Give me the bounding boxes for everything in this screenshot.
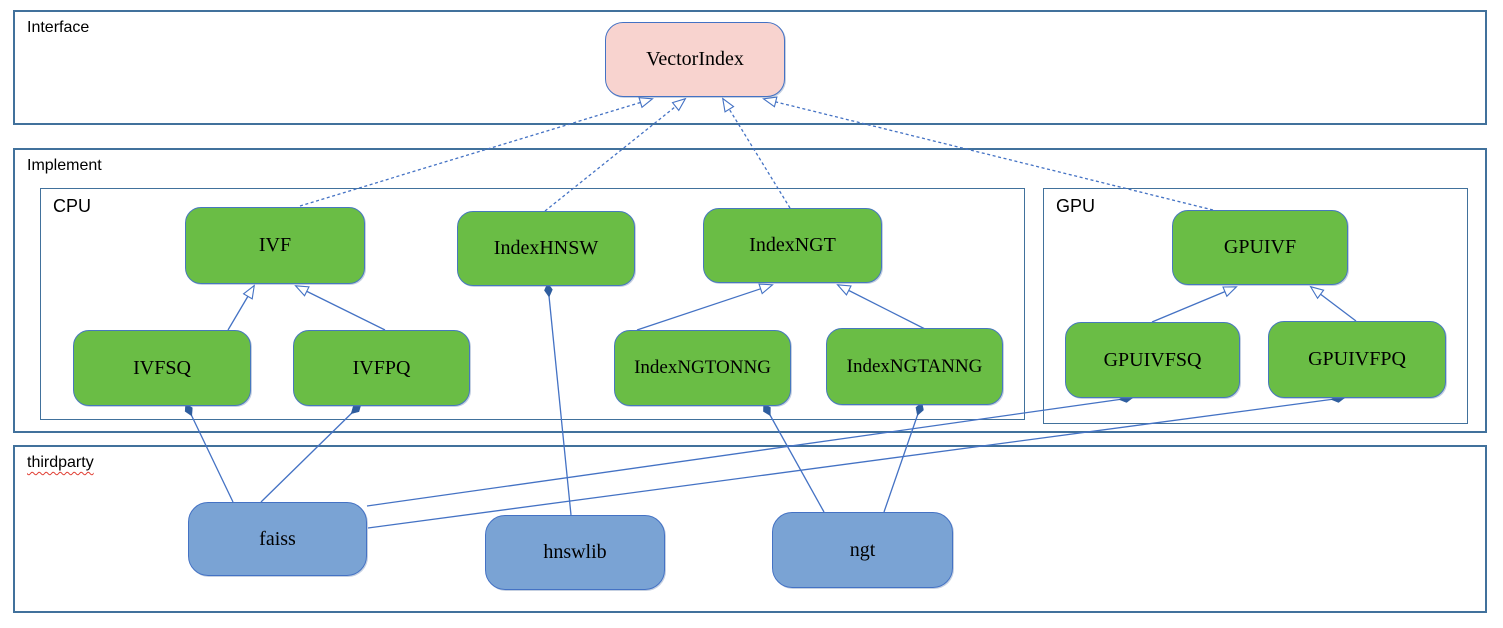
node-label: IndexNGT — [749, 234, 836, 256]
gpu-label: GPU — [1056, 196, 1096, 216]
node-ivfpq: IVFPQ — [293, 330, 470, 406]
node-label: IndexNGTANNG — [846, 355, 983, 377]
thirdparty-label: thirdparty — [27, 454, 94, 471]
node-label: IVFSQ — [133, 356, 191, 379]
node-indexhnsw: IndexHNSW — [457, 211, 635, 286]
node-gpuivfsq: GPUIVFSQ — [1065, 322, 1240, 398]
implement-label: Implement — [27, 157, 102, 174]
node-label: IndexHNSW — [493, 237, 599, 259]
node-hnswlib: hnswlib — [485, 515, 665, 590]
node-indexngtonng: IndexNGTONNG — [614, 330, 791, 406]
node-label: GPUIVF — [1223, 236, 1297, 258]
interface-label: Interface — [27, 19, 90, 36]
node-label: GPUIVFSQ — [1103, 348, 1202, 371]
node-ivf: IVF — [185, 207, 365, 284]
node-label: IVF — [258, 234, 292, 256]
node-label: IndexNGTONNG — [634, 357, 771, 378]
node-label: faiss — [259, 527, 296, 550]
cpu-label: CPU — [53, 196, 92, 216]
node-label: VectorIndex — [646, 48, 744, 70]
node-label: GPUIVFPQ — [1308, 348, 1406, 370]
node-label: ngt — [849, 538, 876, 561]
node-label: hnswlib — [543, 541, 607, 563]
node-vectorindex: VectorIndex — [605, 22, 785, 97]
node-label: IVFPQ — [352, 356, 411, 379]
node-faiss: faiss — [188, 502, 367, 576]
node-ngt: ngt — [772, 512, 953, 588]
node-gpuivfpq: GPUIVFPQ — [1268, 321, 1446, 398]
node-indexngtanng: IndexNGTANNG — [826, 328, 1003, 405]
node-gpuivf: GPUIVF — [1172, 210, 1348, 285]
node-indexngt: IndexNGT — [703, 208, 882, 283]
node-ivfsq: IVFSQ — [73, 330, 251, 406]
